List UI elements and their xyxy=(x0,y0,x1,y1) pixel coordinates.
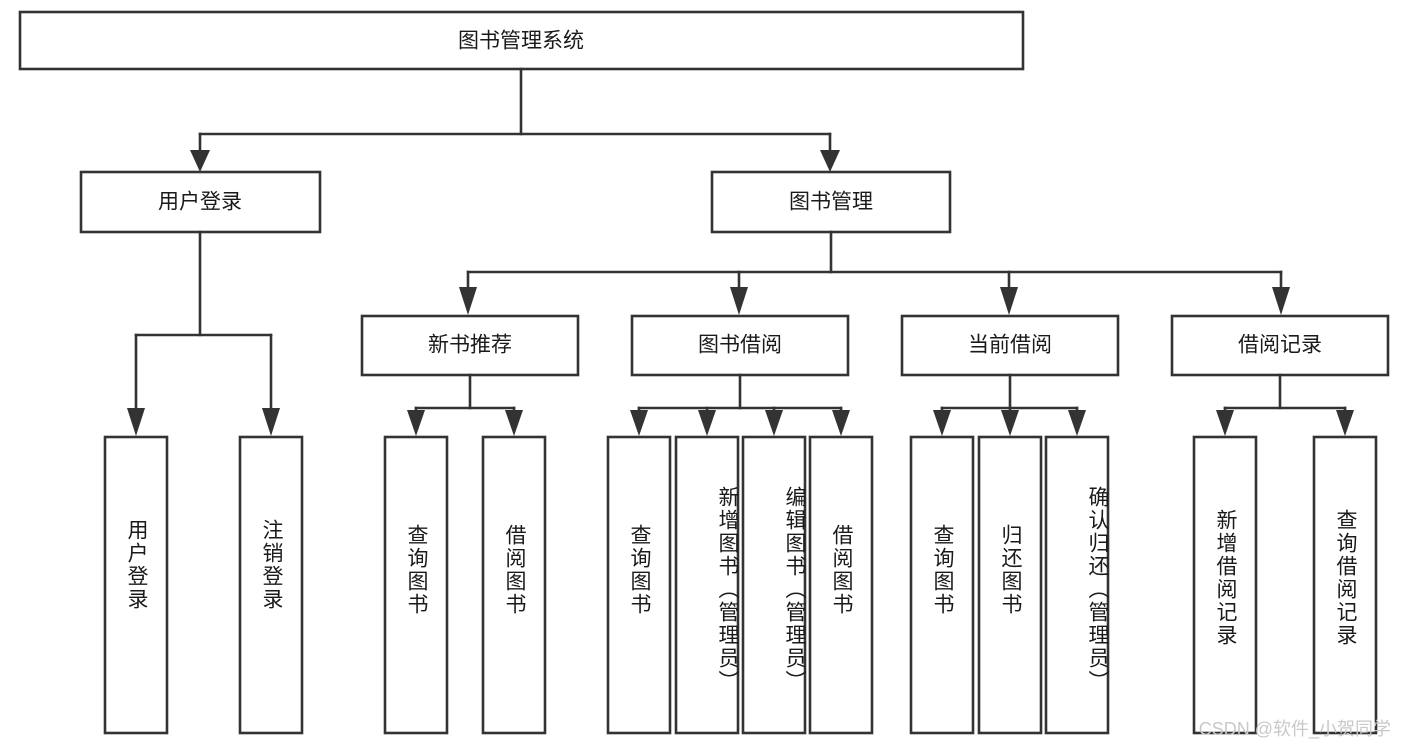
arrow-book-manage-to-current-borrow xyxy=(1000,287,1018,315)
leaf-box-user-login-2[interactable] xyxy=(238,435,304,735)
arrow-borrow-record-leaf-2 xyxy=(1336,410,1354,436)
arrow-book-manage-to-borrow-record xyxy=(1272,287,1290,315)
node-borrow-record-label: 借阅记录 xyxy=(1238,334,1322,357)
leaf-box-new-book-1[interactable] xyxy=(383,435,449,735)
leaf-box-borrow-record-2[interactable] xyxy=(1312,435,1378,735)
arrow-borrow-record-leaf-1 xyxy=(1216,410,1234,436)
node-book-borrow-label: 图书借阅 xyxy=(698,334,782,357)
arrow-new-book-leaf-1 xyxy=(407,410,425,436)
leaf-box-new-book-2[interactable] xyxy=(481,435,547,735)
watermark-label: CSDN @软件_小贺同学 xyxy=(1198,719,1391,739)
node-borrow-record-box[interactable] xyxy=(1170,314,1390,377)
leaf-box-book-borrow-1[interactable] xyxy=(606,435,672,735)
arrow-book-borrow-leaf-3 xyxy=(765,410,783,436)
node-user-login-label: 用户登录 xyxy=(158,191,242,214)
arrow-current-borrow-leaf-3 xyxy=(1068,410,1086,436)
node-book-borrow-box[interactable] xyxy=(630,314,850,377)
node-root-label: 图书管理系统 xyxy=(458,30,584,53)
node-book-manage-box[interactable] xyxy=(710,170,952,234)
leaf-box-user-login-1[interactable] xyxy=(103,435,169,735)
arrow-book-borrow-leaf-4 xyxy=(832,410,850,436)
leaf-box-book-borrow-4[interactable] xyxy=(808,435,874,735)
node-current-borrow-box[interactable] xyxy=(900,314,1120,377)
arrow-root-to-book-manage xyxy=(820,150,840,172)
arrow-current-borrow-leaf-2 xyxy=(1001,410,1019,436)
arrow-book-borrow-leaf-1 xyxy=(630,410,648,436)
arrow-user-login-leaf-2 xyxy=(262,408,280,436)
leaf-box-current-borrow-2[interactable] xyxy=(977,435,1043,735)
leaf-box-current-borrow-3[interactable] xyxy=(1044,435,1110,735)
node-new-book-recommend-box[interactable] xyxy=(360,314,580,377)
node-new-book-recommend-label: 新书推荐 xyxy=(428,334,512,357)
arrow-new-book-leaf-2 xyxy=(505,410,523,436)
arrow-book-borrow-leaf-2 xyxy=(698,410,716,436)
node-book-manage-label: 图书管理 xyxy=(789,191,873,214)
leaf-box-book-borrow-2[interactable] xyxy=(674,435,740,735)
arrow-current-borrow-leaf-1 xyxy=(933,410,951,436)
leaf-box-book-borrow-3[interactable] xyxy=(741,435,807,735)
arrow-book-manage-to-new-book xyxy=(459,287,477,315)
leaf-box-borrow-record-1[interactable] xyxy=(1192,435,1258,735)
arrow-book-manage-to-book-borrow xyxy=(730,287,748,315)
node-current-borrow-label: 当前借阅 xyxy=(968,334,1052,357)
arrow-root-to-user-login xyxy=(190,150,210,172)
node-root-box[interactable] xyxy=(18,10,1025,71)
leaf-box-current-borrow-1[interactable] xyxy=(909,435,975,735)
arrow-user-login-leaf-1 xyxy=(127,408,145,436)
